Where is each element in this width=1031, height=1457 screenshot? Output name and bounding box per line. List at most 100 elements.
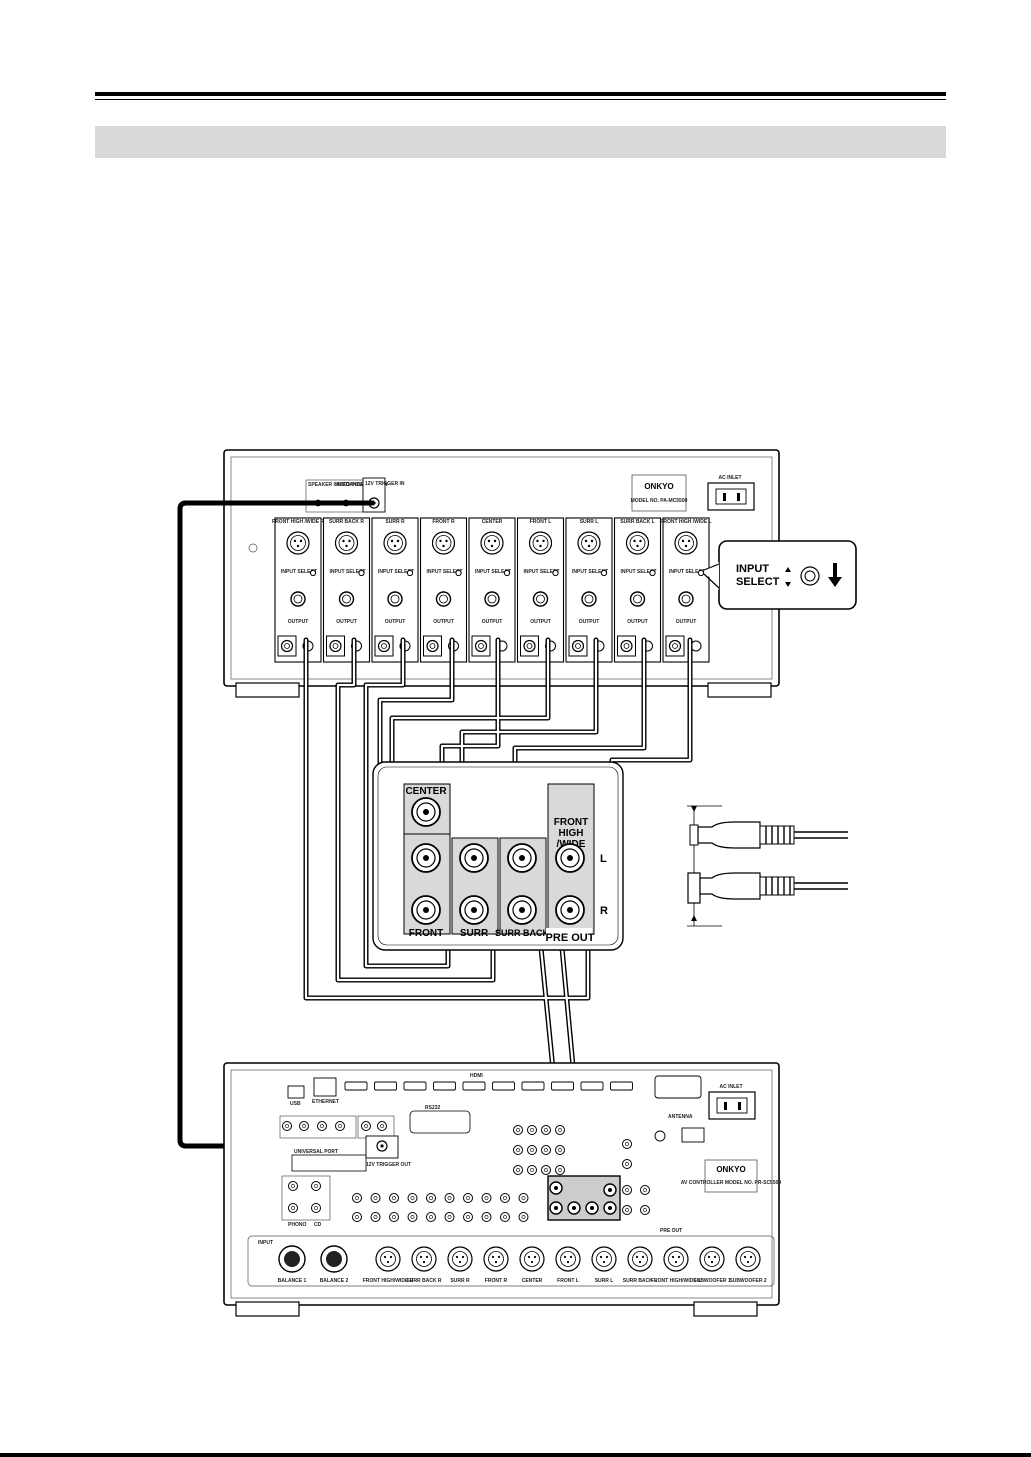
receiver-rca-jack[interactable] [463,1193,473,1203]
receiver-rca-jack[interactable] [518,1193,529,1203]
rca-input[interactable] [484,591,500,607]
xlr-output[interactable] [375,1246,401,1272]
receiver-rca-jack[interactable] [622,1185,632,1195]
receiver-rca-jack[interactable] [500,1193,510,1203]
receiver-rca-jack[interactable] [444,1212,455,1222]
xlr-output[interactable] [663,1246,689,1272]
xlr-output[interactable] [447,1246,473,1272]
receiver-rca-jack[interactable] [299,1121,309,1131]
hdmi-port[interactable] [374,1081,397,1091]
input-select-switch[interactable] [552,569,559,577]
xlr-output[interactable] [411,1246,437,1272]
receiver-ac-inlet[interactable] [708,1091,756,1120]
receiver-rca-jack[interactable] [426,1212,436,1222]
preout-label: PRE OUT [546,932,595,944]
receiver-rca-jack[interactable] [282,1121,292,1131]
rs232-port[interactable] [409,1110,471,1134]
amp-channel-label: SURR BACK R [329,519,364,525]
receiver-rca-jack[interactable] [481,1212,492,1222]
hdmi-port[interactable] [610,1081,633,1091]
receiver-rca-jack[interactable] [389,1193,399,1203]
receiver-rca-jack[interactable] [377,1121,387,1131]
xlr-output[interactable] [627,1246,653,1272]
receiver-rca-jack[interactable] [352,1212,362,1222]
receiver-rca-jack[interactable] [444,1193,455,1203]
hdmi-port[interactable] [344,1081,368,1091]
receiver-rca-jack[interactable] [317,1121,327,1131]
universal-port[interactable] [291,1154,367,1172]
rca-input[interactable] [581,591,597,607]
xlr-output[interactable] [519,1246,545,1272]
receiver-rca-jack[interactable] [640,1205,650,1215]
rca-input[interactable] [290,591,306,607]
receiver-rca-jack[interactable] [389,1212,399,1222]
receiver-rca-jack[interactable] [311,1203,321,1213]
receiver-rca-jack[interactable] [500,1212,510,1222]
receiver-rca-jack[interactable] [555,1165,565,1175]
rca-input[interactable] [387,591,403,607]
receiver-rca-jack[interactable] [426,1193,436,1203]
amp-input-select-label: INPUT SELECT [378,569,414,575]
receiver-rca-jack[interactable] [513,1165,523,1175]
receiver-rca-jack[interactable] [527,1145,537,1155]
xlr-output[interactable] [699,1246,725,1272]
input-select-switch[interactable] [600,569,608,577]
amp-channel-label: SURR R [385,519,405,525]
receiver-rca-jack[interactable] [361,1121,371,1131]
receiver-rca-jack[interactable] [407,1193,418,1203]
usb-port[interactable] [287,1085,305,1099]
xlr-output[interactable] [591,1246,617,1272]
input-select-switch[interactable] [309,569,317,577]
xlr-output[interactable] [483,1246,509,1272]
receiver-rca-jack[interactable] [407,1212,418,1222]
receiver-rca-jack[interactable] [527,1125,537,1135]
receiver-rca-jack[interactable] [555,1145,565,1155]
rca-input[interactable] [338,591,355,607]
rca-input[interactable] [532,591,549,607]
input-select-switch[interactable] [455,569,462,577]
receiver-rca-jack[interactable] [527,1165,537,1175]
receiver-rca-jack[interactable] [513,1125,523,1135]
rs232-rear-port[interactable] [654,1075,702,1099]
xlr-output[interactable] [735,1246,761,1272]
rca-input[interactable] [629,591,646,607]
input-select-switch[interactable] [358,569,365,577]
amp-ac-inlet[interactable] [707,482,755,511]
rs232-label: RS232 [425,1105,441,1111]
receiver-rca-jack[interactable] [370,1193,381,1203]
receiver-rca-jack[interactable] [555,1125,565,1135]
receiver-rca-jack[interactable] [335,1121,345,1131]
receiver-rca-jack[interactable] [288,1203,298,1213]
receiver-rca-jack[interactable] [518,1212,529,1222]
receiver-rca-jack[interactable] [622,1139,632,1149]
receiver-rca-jack[interactable] [481,1193,492,1203]
hdmi-port[interactable] [403,1081,427,1091]
hdmi-port[interactable] [433,1081,456,1091]
rca-input[interactable] [435,591,452,607]
receiver-rca-jack[interactable] [311,1181,321,1191]
hdmi-port[interactable] [580,1081,604,1091]
receiver-rca-jack[interactable] [541,1165,551,1175]
receiver-rca-jack[interactable] [622,1159,632,1169]
hdmi-port[interactable] [462,1081,486,1091]
input-select-switch[interactable] [503,569,511,577]
receiver-rca-jack[interactable] [622,1205,632,1215]
receiver-rca-jack[interactable] [288,1181,298,1191]
hdmi-port[interactable] [551,1081,574,1091]
input-select-switch[interactable] [697,569,705,577]
hdmi-port[interactable] [492,1081,515,1091]
ethernet-port[interactable] [313,1077,337,1097]
input-select-switch[interactable] [649,569,656,577]
receiver-rca-jack[interactable] [541,1145,551,1155]
callout-input-label: INPUT [736,563,769,575]
hdmi-port[interactable] [521,1081,545,1091]
receiver-rca-jack[interactable] [541,1125,551,1135]
receiver-rca-jack[interactable] [352,1193,362,1203]
rca-input[interactable] [678,591,694,607]
input-select-switch[interactable] [406,569,414,577]
receiver-rca-jack[interactable] [463,1212,473,1222]
xlr-output[interactable] [555,1246,581,1272]
receiver-rca-jack[interactable] [513,1145,523,1155]
receiver-rca-jack[interactable] [370,1212,381,1222]
receiver-rca-jack[interactable] [640,1185,650,1195]
